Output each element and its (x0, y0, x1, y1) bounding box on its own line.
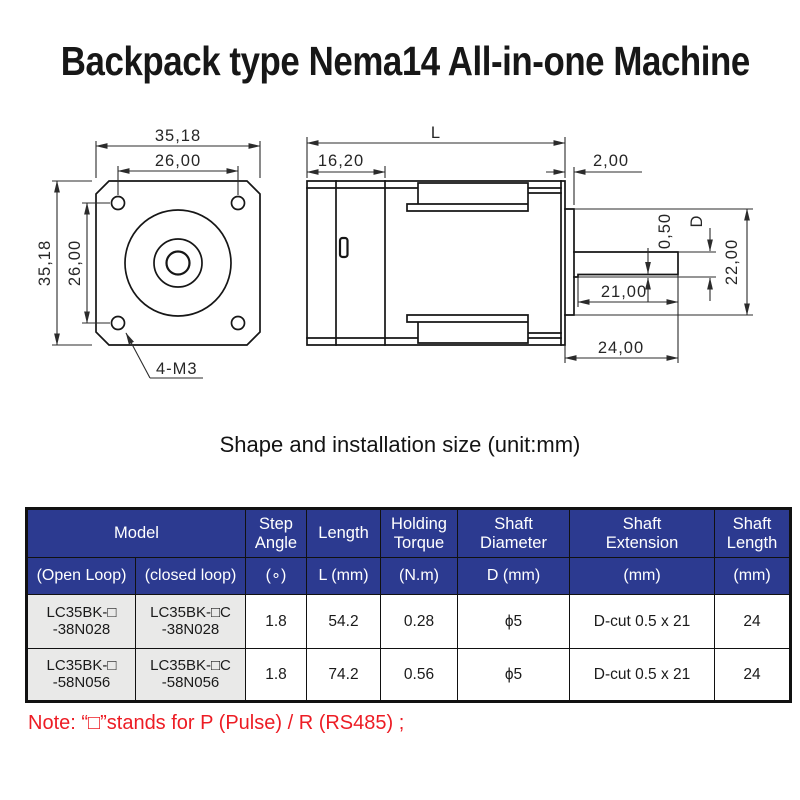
note-text: Note: “□”stands for P (Pulse) / R (RS485… (28, 712, 405, 734)
col-header-model: Model (25, 508, 247, 558)
cell-shaft-extension: D-cut 0.5 x 21 (569, 594, 716, 649)
dim-side-shaft-len: 24,00 (598, 339, 644, 357)
page-title: Backpack type Nema14 All-in-one Machine (0, 38, 800, 85)
cell-length: 54.2 (306, 594, 382, 649)
col-header-shaft-diameter: Shaft Diameter (457, 508, 571, 558)
spec-table: Model Step Angle Length Holding Torque S… (25, 507, 793, 703)
cell-shaft-length: 24 (714, 648, 792, 702)
col-header-step-angle: Step Angle (245, 508, 308, 558)
dim-side-cut-depth: 0,50 (656, 213, 674, 249)
page-title-text: Backpack type Nema14 All-in-one Machine (60, 38, 750, 84)
dim-front-holes: 4-M3 (156, 360, 198, 378)
front-view: 35,18 26,00 35,18 26,00 4-M3 (36, 127, 261, 379)
technical-drawing: 35,18 26,00 35,18 26,00 4-M3 (36, 124, 753, 379)
subheader-length-unit: L (mm) (306, 557, 382, 595)
cell-length: 74.2 (306, 648, 382, 702)
col-header-shaft-extension: Shaft Extension (569, 508, 716, 558)
dim-front-width: 35,18 (155, 127, 201, 145)
dim-side-cut-len: 21,00 (601, 283, 647, 301)
dim-front-bolt-h: 26,00 (155, 152, 201, 170)
table-row: LC35BK-□ -58N056 LC35BK-□C -58N056 1.8 7… (26, 648, 792, 702)
cell-torque: 0.56 (380, 648, 459, 702)
header-row-2: (Open Loop) (closed loop) (∘) L (mm) (N.… (26, 557, 792, 595)
drawing-caption: Shape and installation size (unit:mm) (219, 432, 581, 457)
cell-step-angle: 1.8 (245, 648, 308, 702)
dim-side-boss: 2,00 (593, 152, 629, 170)
subheader-extension-unit: (mm) (569, 557, 716, 595)
dim-side-length: L (431, 124, 441, 142)
cell-shaft-extension: D-cut 0.5 x 21 (569, 648, 716, 702)
subheader-open-loop: (Open Loop) (26, 557, 136, 595)
col-header-length: Length (306, 508, 382, 558)
header-row-1: Model Step Angle Length Holding Torque S… (25, 508, 792, 558)
dim-side-pilot: 22,00 (723, 239, 741, 285)
table-row: LC35BK-□ -38N028 LC35BK-□C -38N028 1.8 5… (26, 594, 792, 649)
cell-model-open: LC35BK-□ -58N056 (26, 648, 136, 702)
col-header-shaft-length: Shaft Length (714, 508, 792, 558)
cell-model-open: LC35BK-□ -38N028 (26, 594, 136, 649)
cell-shaft-diameter: ϕ5 (457, 648, 571, 702)
cell-shaft-length: 24 (714, 594, 792, 649)
subheader-closed-loop: (closed loop) (134, 557, 247, 595)
cell-torque: 0.28 (380, 594, 459, 649)
cell-model-closed: LC35BK-□C -58N056 (134, 648, 247, 702)
dim-front-height: 35,18 (36, 240, 54, 286)
cell-step-angle: 1.8 (245, 594, 308, 649)
side-view: L 16,20 2,00 0,50 D 22,00 21,00 24,00 (306, 124, 753, 363)
subheader-torque-unit: (N.m) (380, 557, 459, 595)
cell-shaft-diameter: ϕ5 (457, 594, 571, 649)
subheader-step-unit: (∘) (245, 557, 308, 595)
subheader-diameter-unit: D (mm) (457, 557, 571, 595)
dim-side-dia: D (688, 215, 706, 228)
dim-side-rear: 16,20 (318, 152, 364, 170)
cell-model-closed: LC35BK-□C -38N028 (134, 594, 247, 649)
dim-front-bolt-v: 26,00 (66, 240, 84, 286)
subheader-shaft-length-unit: (mm) (714, 557, 792, 595)
col-header-holding-torque: Holding Torque (380, 508, 459, 558)
